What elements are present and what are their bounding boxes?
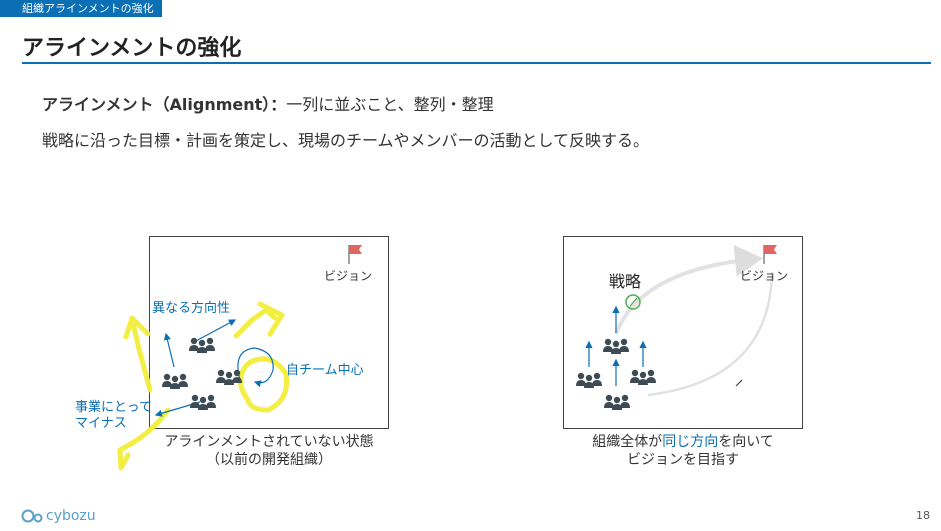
own-team-label: 自チーム中心 <box>286 363 364 378</box>
unaligned-diagram-panel <box>149 236 389 429</box>
cybozu-logo-icon <box>21 509 43 523</box>
cybozu-logo: cybozu <box>46 507 96 525</box>
title-divider <box>22 62 931 64</box>
business-minus-label-1: 事業にとって <box>75 400 152 415</box>
aligned-caption-line2: ビジョンを目指す <box>627 452 739 468</box>
aligned-caption: 組織全体が同じ方向を向いて ビジョンを目指す <box>562 433 804 469</box>
page-number: 18 <box>916 509 930 522</box>
unaligned-caption-line1: アラインメントされていない状態 <box>164 434 374 450</box>
definition-line: アラインメント（Alignment）：一列に並ぶこと、整列・整理 <box>42 91 494 115</box>
section-tag: 組織アラインメントの強化 <box>0 0 162 17</box>
unaligned-caption: アラインメントされていない状態 （以前の開発組織） <box>148 433 390 469</box>
vision-label: ビジョン <box>740 269 789 283</box>
aligned-caption-prefix: 組織全体が <box>592 434 663 450</box>
definition-term: アラインメント（Alignment）： <box>42 95 287 114</box>
strategy-label: 戦略 <box>609 272 642 291</box>
unaligned-caption-line2: （以前の開発組織） <box>206 452 332 468</box>
logo-text: cybozu <box>46 508 96 524</box>
definition-meaning: 一列に並ぶこと、整列・整理 <box>286 95 494 114</box>
vision-label: ビジョン <box>324 269 373 283</box>
aligned-caption-suffix: を向いて <box>718 434 774 450</box>
different-direction-label: 異なる方向性 <box>152 301 231 316</box>
page-title: アラインメントの強化 <box>22 36 242 61</box>
aligned-diagram-panel <box>563 236 803 429</box>
description-text: 戦略に沿った目標・計画を策定し、現場のチームやメンバーの活動として反映する。 <box>42 131 650 150</box>
business-minus-label-2: マイナス <box>75 416 127 431</box>
same-direction-highlight: 同じ方向 <box>662 434 719 450</box>
aligned-caption-line1: 組織全体が同じ方向を向いて <box>562 433 804 451</box>
